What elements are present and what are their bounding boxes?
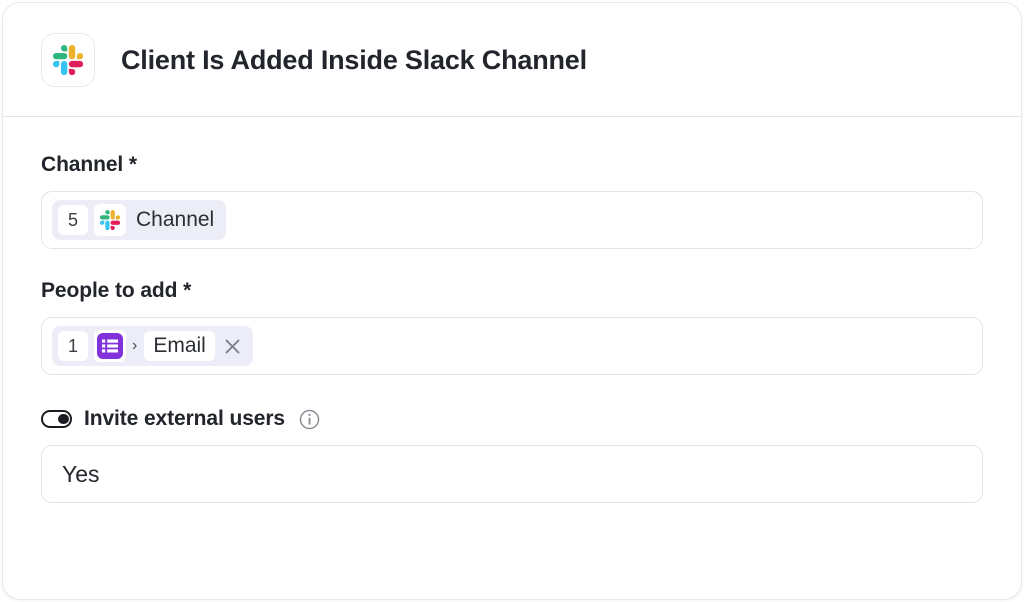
people-token-value: Email: [144, 331, 215, 361]
toggle-switch-icon[interactable]: [41, 410, 72, 428]
slack-icon: [41, 33, 95, 87]
invite-external-users-row: Invite external users: [41, 407, 983, 431]
header-divider: [3, 115, 1021, 117]
channel-token[interactable]: 5 Channel: [52, 200, 227, 240]
channel-field-label: Channel *: [41, 153, 137, 176]
info-circle-icon[interactable]: [299, 409, 320, 430]
list-table-icon: [94, 330, 126, 362]
channel-token-index: 5: [58, 205, 88, 235]
people-to-add-token[interactable]: 1 › Email: [52, 326, 253, 366]
people-token-index: 1: [58, 331, 88, 361]
card-header: Client Is Added Inside Slack Channel: [3, 3, 1021, 117]
slack-icon: [94, 204, 126, 236]
invite-external-users-value: Yes: [62, 460, 100, 487]
close-icon[interactable]: [221, 334, 245, 358]
channel-input[interactable]: 5 Channel: [41, 191, 983, 249]
invite-external-users-select[interactable]: Yes: [41, 445, 983, 503]
card-body: Channel * 5: [3, 117, 1021, 503]
page-title: Client Is Added Inside Slack Channel: [121, 44, 587, 75]
people-to-add-input[interactable]: 1 › Email: [41, 317, 983, 375]
invite-external-users-label: Invite external users: [84, 407, 285, 430]
channel-token-value: Channel: [136, 208, 215, 231]
people-to-add-field-label: People to add *: [41, 279, 192, 302]
chevron-right-icon: ›: [132, 337, 138, 354]
